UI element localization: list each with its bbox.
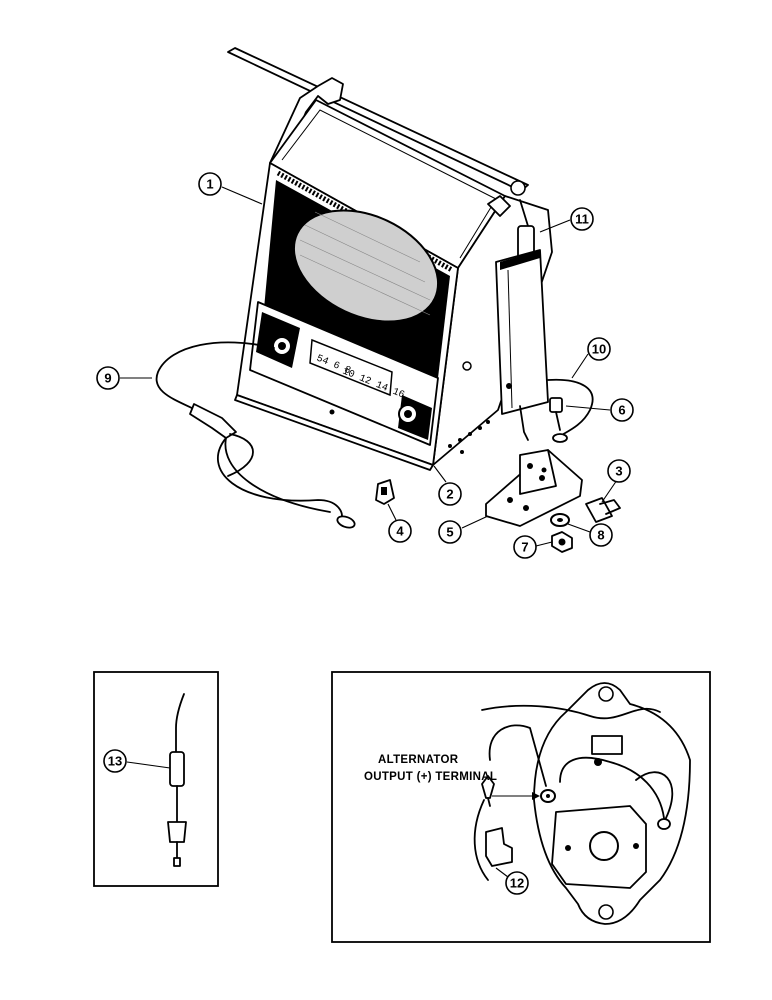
callout-8: 8 [567,523,613,547]
speaker-grille [292,209,440,323]
power-filter-box [495,249,549,415]
antenna-lead-assembly [495,199,549,441]
antenna-rod [227,47,529,192]
tuning-dial [309,338,393,397]
svg-text:1: 1 [206,177,213,192]
callout-12: 12 [495,867,529,895]
svg-text:5: 5 [446,525,453,540]
callout-11: 11 [539,207,594,233]
svg-text:3: 3 [615,464,622,479]
callout-7: 7 [513,535,553,559]
callout-10: 10 [571,337,611,379]
svg-text:2: 2 [446,487,453,502]
alternator-label-line2: OUTPUT (+) TERMINAL [364,771,497,783]
svg-text:13: 13 [108,754,122,769]
svg-text:10: 10 [592,342,606,357]
svg-text:4: 4 [396,524,404,539]
svg-text:9: 9 [104,371,111,386]
callout-5: 5 [438,515,489,544]
suppressor-capacitor [169,751,185,787]
svg-text:8: 8 [597,528,604,543]
alternator-label-line1: ALTERNATOR [378,754,459,766]
power-lead [155,341,356,529]
callout-3: 3 [601,459,631,503]
svg-text:7: 7 [521,540,528,555]
svg-text:11: 11 [575,212,589,227]
callout-4: 4 [387,503,412,543]
callout-13: 13 [103,749,171,773]
alternator-inset: ALTERNATOR OUTPUT (+) TERMINAL 12 [331,671,711,943]
callout-1: 1 [198,172,263,205]
suppressor-lead [175,693,185,757]
callout-6: 6 [565,398,634,422]
radio-enclosure: 54 6 8 10 12 14 16 [227,47,553,471]
callout-9: 9 [96,366,152,390]
alternator-capacitor [485,827,513,867]
callout-2: 2 [433,465,462,506]
suppressor-lead-alternator [473,799,489,881]
ground-wire [547,378,594,437]
svg-text:12: 12 [510,876,524,891]
screw [549,397,563,431]
suppressor-cap [167,821,187,843]
svg-text:6: 6 [618,403,625,418]
mounting-bracket [485,449,583,527]
suppressor-inset: 13 [93,671,219,887]
bolt [585,497,621,523]
inline-fuse-holder [189,403,237,439]
